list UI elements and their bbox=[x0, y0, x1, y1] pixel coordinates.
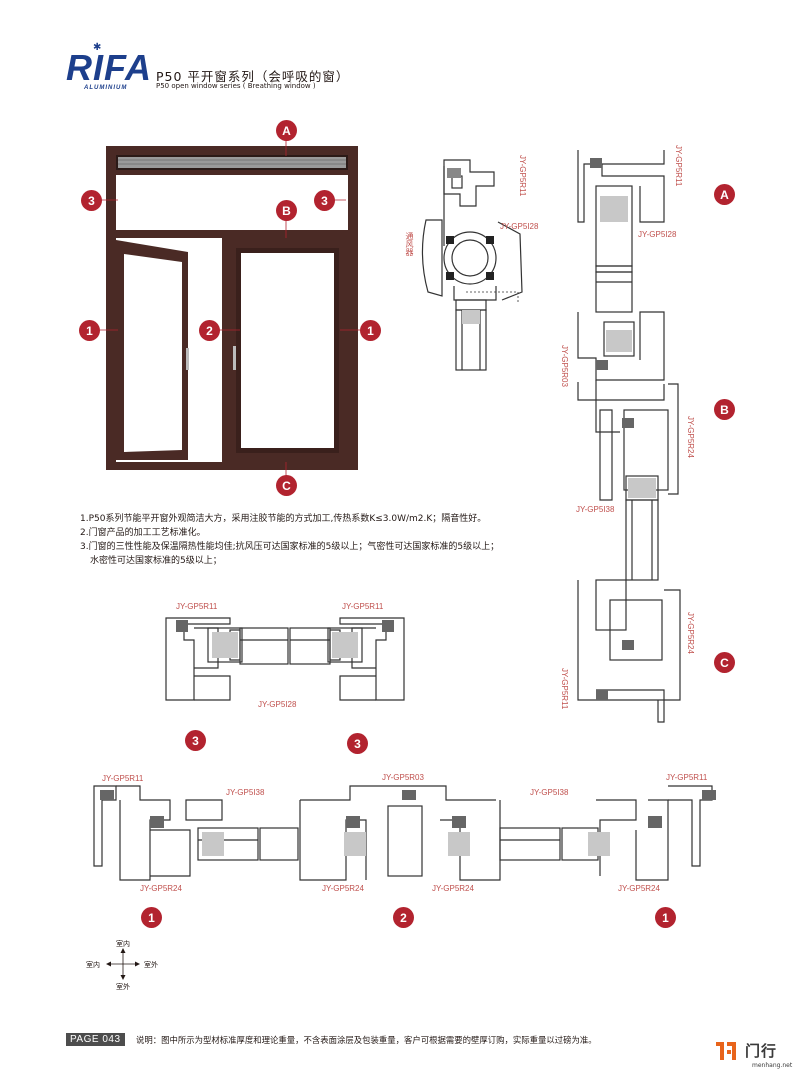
compass-top: 室内 bbox=[116, 940, 130, 948]
label-i38-bottom-left: JY-GP5I38 bbox=[226, 788, 265, 797]
label-i38-vertical: JY-GP5I38 bbox=[576, 505, 615, 514]
label-r11-transom-left: JY-GP5R11 bbox=[176, 602, 218, 611]
note-4: 水密性可达国家标准的5级以上； bbox=[90, 556, 222, 566]
logo-star-icon: ✱ bbox=[93, 42, 102, 53]
compass-bottom: 室外 bbox=[116, 983, 130, 991]
bottom-marker-2: 2 bbox=[393, 907, 414, 928]
label-r11-bottom: JY-GP5R11 bbox=[560, 668, 569, 710]
note-1: 1.P50系列节能平开窗外观简洁大方，采用注胶节能的方式加工,传热系数K≤3.0… bbox=[80, 514, 487, 524]
label-r11-bottom-left: JY-GP5R11 bbox=[102, 774, 144, 783]
section-marker-c: C bbox=[714, 652, 735, 673]
label-i38-bottom-right: JY-GP5I38 bbox=[530, 788, 569, 797]
footer-note: 说明：图中所示为型材标准厚度和理论重量，不含表面涂层及包装重量，客户可根据需要的… bbox=[136, 1035, 597, 1045]
brand-logo: RIFA bbox=[66, 47, 153, 88]
section-marker-a: A bbox=[714, 184, 735, 205]
bottom-marker-1-right: 1 bbox=[655, 907, 676, 928]
watermark-logo-icon bbox=[716, 1042, 736, 1060]
transom-marker-3-left: 3 bbox=[185, 730, 206, 751]
label-r24-b1: JY-GP5R24 bbox=[140, 884, 182, 893]
section-marker-b: B bbox=[714, 399, 735, 420]
watermark-text: 门行 bbox=[745, 1042, 778, 1060]
label-r24-upper: JY-GP5R24 bbox=[686, 416, 695, 458]
note-3: 3.门窗的三性性能及保温隔热性能均佳;抗风压可达国家标准的5级以上；气密性可达国… bbox=[80, 542, 500, 552]
marker-3-left: 3 bbox=[81, 190, 102, 211]
note-2: 2.门窗产品的加工工艺标准化。 bbox=[80, 528, 206, 538]
label-r24-b4: JY-GP5R24 bbox=[618, 884, 660, 893]
marker-1-left: 1 bbox=[79, 320, 100, 341]
label-r11-transom-right: JY-GP5R11 bbox=[342, 602, 384, 611]
product-notes: 1.P50系列节能平开窗外观简洁大方，采用注胶节能的方式加工,传热系数K≤3.0… bbox=[80, 512, 550, 568]
label-r03-vertical: JY-GP5R03 bbox=[560, 345, 569, 387]
label-r11-top: JY-GP5R11 bbox=[674, 145, 683, 187]
label-vent: 通风器 bbox=[405, 232, 414, 256]
marker-b: B bbox=[276, 200, 297, 221]
brand-logo-sub: ALUMINIUM bbox=[84, 85, 128, 91]
transom-marker-3-right: 3 bbox=[347, 733, 368, 754]
page-number: PAGE 043 bbox=[66, 1033, 125, 1046]
page-title: P50 平开窗系列（会呼吸的窗） bbox=[156, 69, 350, 84]
watermark-url: menhang.net bbox=[752, 1062, 793, 1069]
label-r03-bottom: JY-GP5R03 bbox=[382, 773, 424, 782]
label-r24-b2: JY-GP5R24 bbox=[322, 884, 364, 893]
label-r11-bottom-right: JY-GP5R11 bbox=[666, 773, 708, 782]
label-i28-vent: JY-GP5I28 bbox=[500, 222, 539, 231]
marker-2: 2 bbox=[199, 320, 220, 341]
label-r24-lower: JY-GP5R24 bbox=[686, 612, 695, 654]
marker-3-right: 3 bbox=[314, 190, 335, 211]
marker-c: C bbox=[276, 475, 297, 496]
label-r24-b3: JY-GP5R24 bbox=[432, 884, 474, 893]
marker-1-right: 1 bbox=[360, 320, 381, 341]
label-i28-top: JY-GP5I28 bbox=[638, 230, 677, 239]
compass-right: 室外 bbox=[144, 961, 158, 969]
label-r11-vent: JY-GP5R11 bbox=[518, 155, 527, 197]
label-i28-transom: JY-GP5I28 bbox=[258, 700, 297, 709]
marker-a: A bbox=[276, 120, 297, 141]
bottom-marker-1-left: 1 bbox=[141, 907, 162, 928]
page-subtitle: P50 open window series ( Breathing windo… bbox=[156, 82, 316, 90]
compass-left: 室内 bbox=[86, 961, 100, 969]
